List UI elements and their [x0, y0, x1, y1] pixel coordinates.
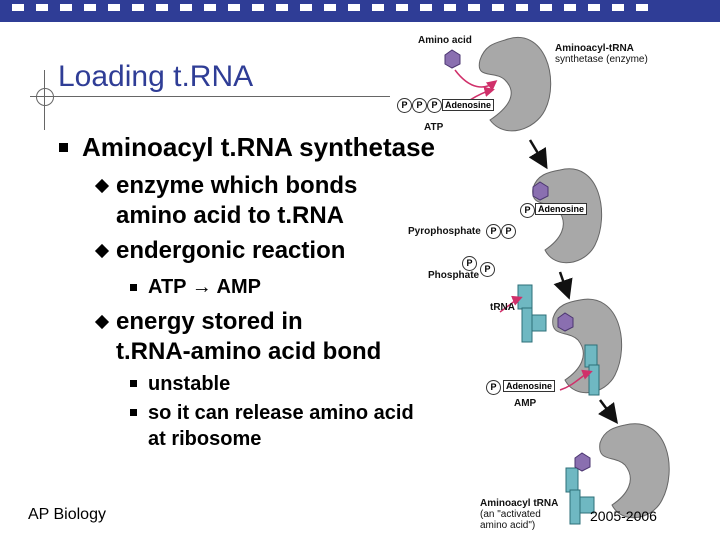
pink-arrow-1	[454, 69, 498, 91]
amino-acid-3	[557, 312, 574, 332]
atp-label: ATP	[424, 122, 444, 133]
pyrophosphate-label: Pyrophosphate	[408, 226, 481, 237]
bullet-sub3-line1: energy stored in	[116, 308, 303, 335]
enzyme-shape-4	[599, 423, 670, 519]
black-arrow-3	[598, 399, 618, 424]
phosphate-circle-3: P	[427, 98, 442, 113]
bullet-sub3-child1: unstable	[148, 373, 231, 395]
amino-acid-2	[532, 181, 549, 201]
phosphate-circle-4: P	[520, 203, 535, 218]
black-arrow-2	[553, 271, 573, 300]
bullet-main: Aminoacyl t.RNA synthetase	[82, 132, 436, 162]
pi-circle-3: P	[462, 256, 477, 271]
bullet-sub2-child: ATP → AMP	[148, 276, 261, 298]
trna-label: tRNA	[490, 302, 515, 313]
bullet-sub3-child2-line1: so it can release amino acid	[148, 402, 414, 424]
bullet-square-sub2-child	[130, 284, 137, 291]
enzyme-label-line1: Aminoacyl-tRNA	[555, 43, 634, 54]
phosphate-circle-5: P	[486, 380, 501, 395]
pi-circle-1: P	[486, 224, 501, 239]
amp-label: AMP	[514, 398, 537, 409]
title-underline	[30, 96, 390, 97]
aminoacyl-trna-label-line1: Aminoacyl tRNA	[480, 498, 559, 509]
aminoacyl-trna-label-line2: (an "activated	[480, 509, 541, 520]
bullet-sub2: endergonic reaction	[116, 237, 346, 264]
pi-circle-2: P	[501, 224, 516, 239]
black-arrow-1	[528, 139, 548, 170]
footer-year-label: 2005-2006	[590, 508, 657, 524]
pink-arrow-3	[499, 295, 523, 313]
amino-acid-1	[444, 49, 461, 69]
bullet-square-sub3-child2	[130, 409, 137, 416]
enzyme-shape-1	[478, 37, 552, 132]
title-crosshair-icon	[36, 88, 54, 106]
trna-shape-1	[517, 284, 547, 343]
trna-shape-3	[584, 344, 600, 396]
pink-arrow-4	[559, 369, 593, 391]
pink-arrow-2	[469, 86, 495, 101]
phosphate-circle-1: P	[397, 98, 412, 113]
bullet-sub3-line2: t.RNA-amino acid bond	[116, 338, 382, 365]
footer-course-label: AP Biology	[28, 506, 106, 523]
adenosine-box-1: Adenosine	[442, 99, 495, 111]
slide-title: Loading t.RNA	[58, 60, 254, 93]
bullet-sub3-child2-line2: at ribosome	[148, 428, 262, 450]
bullet-square-main	[59, 143, 68, 152]
banner-checker-pattern	[12, 4, 660, 11]
enzyme-label-line2: synthetase (enzyme)	[555, 54, 648, 65]
bullet-square-sub3-child1	[130, 380, 137, 387]
amino-acid-4	[574, 452, 591, 472]
enzyme-shape-2	[532, 168, 602, 264]
phosphate-circle-2: P	[412, 98, 427, 113]
phosphate-label: Phosphate	[428, 270, 480, 281]
pi-circle-4: P	[480, 262, 495, 277]
adenosine-box-3: Adenosine	[503, 380, 556, 392]
trna-shape-2	[565, 467, 595, 525]
aminoacyl-trna-label-line3: amino acid")	[480, 520, 536, 531]
bullet-sub1-line1: enzyme which bonds	[116, 172, 358, 199]
bullet-sub1-line2: amino acid to t.RNA	[116, 202, 345, 229]
amino-acid-label: Amino acid	[418, 35, 472, 46]
adenosine-box-2: Adenosine	[535, 203, 588, 215]
